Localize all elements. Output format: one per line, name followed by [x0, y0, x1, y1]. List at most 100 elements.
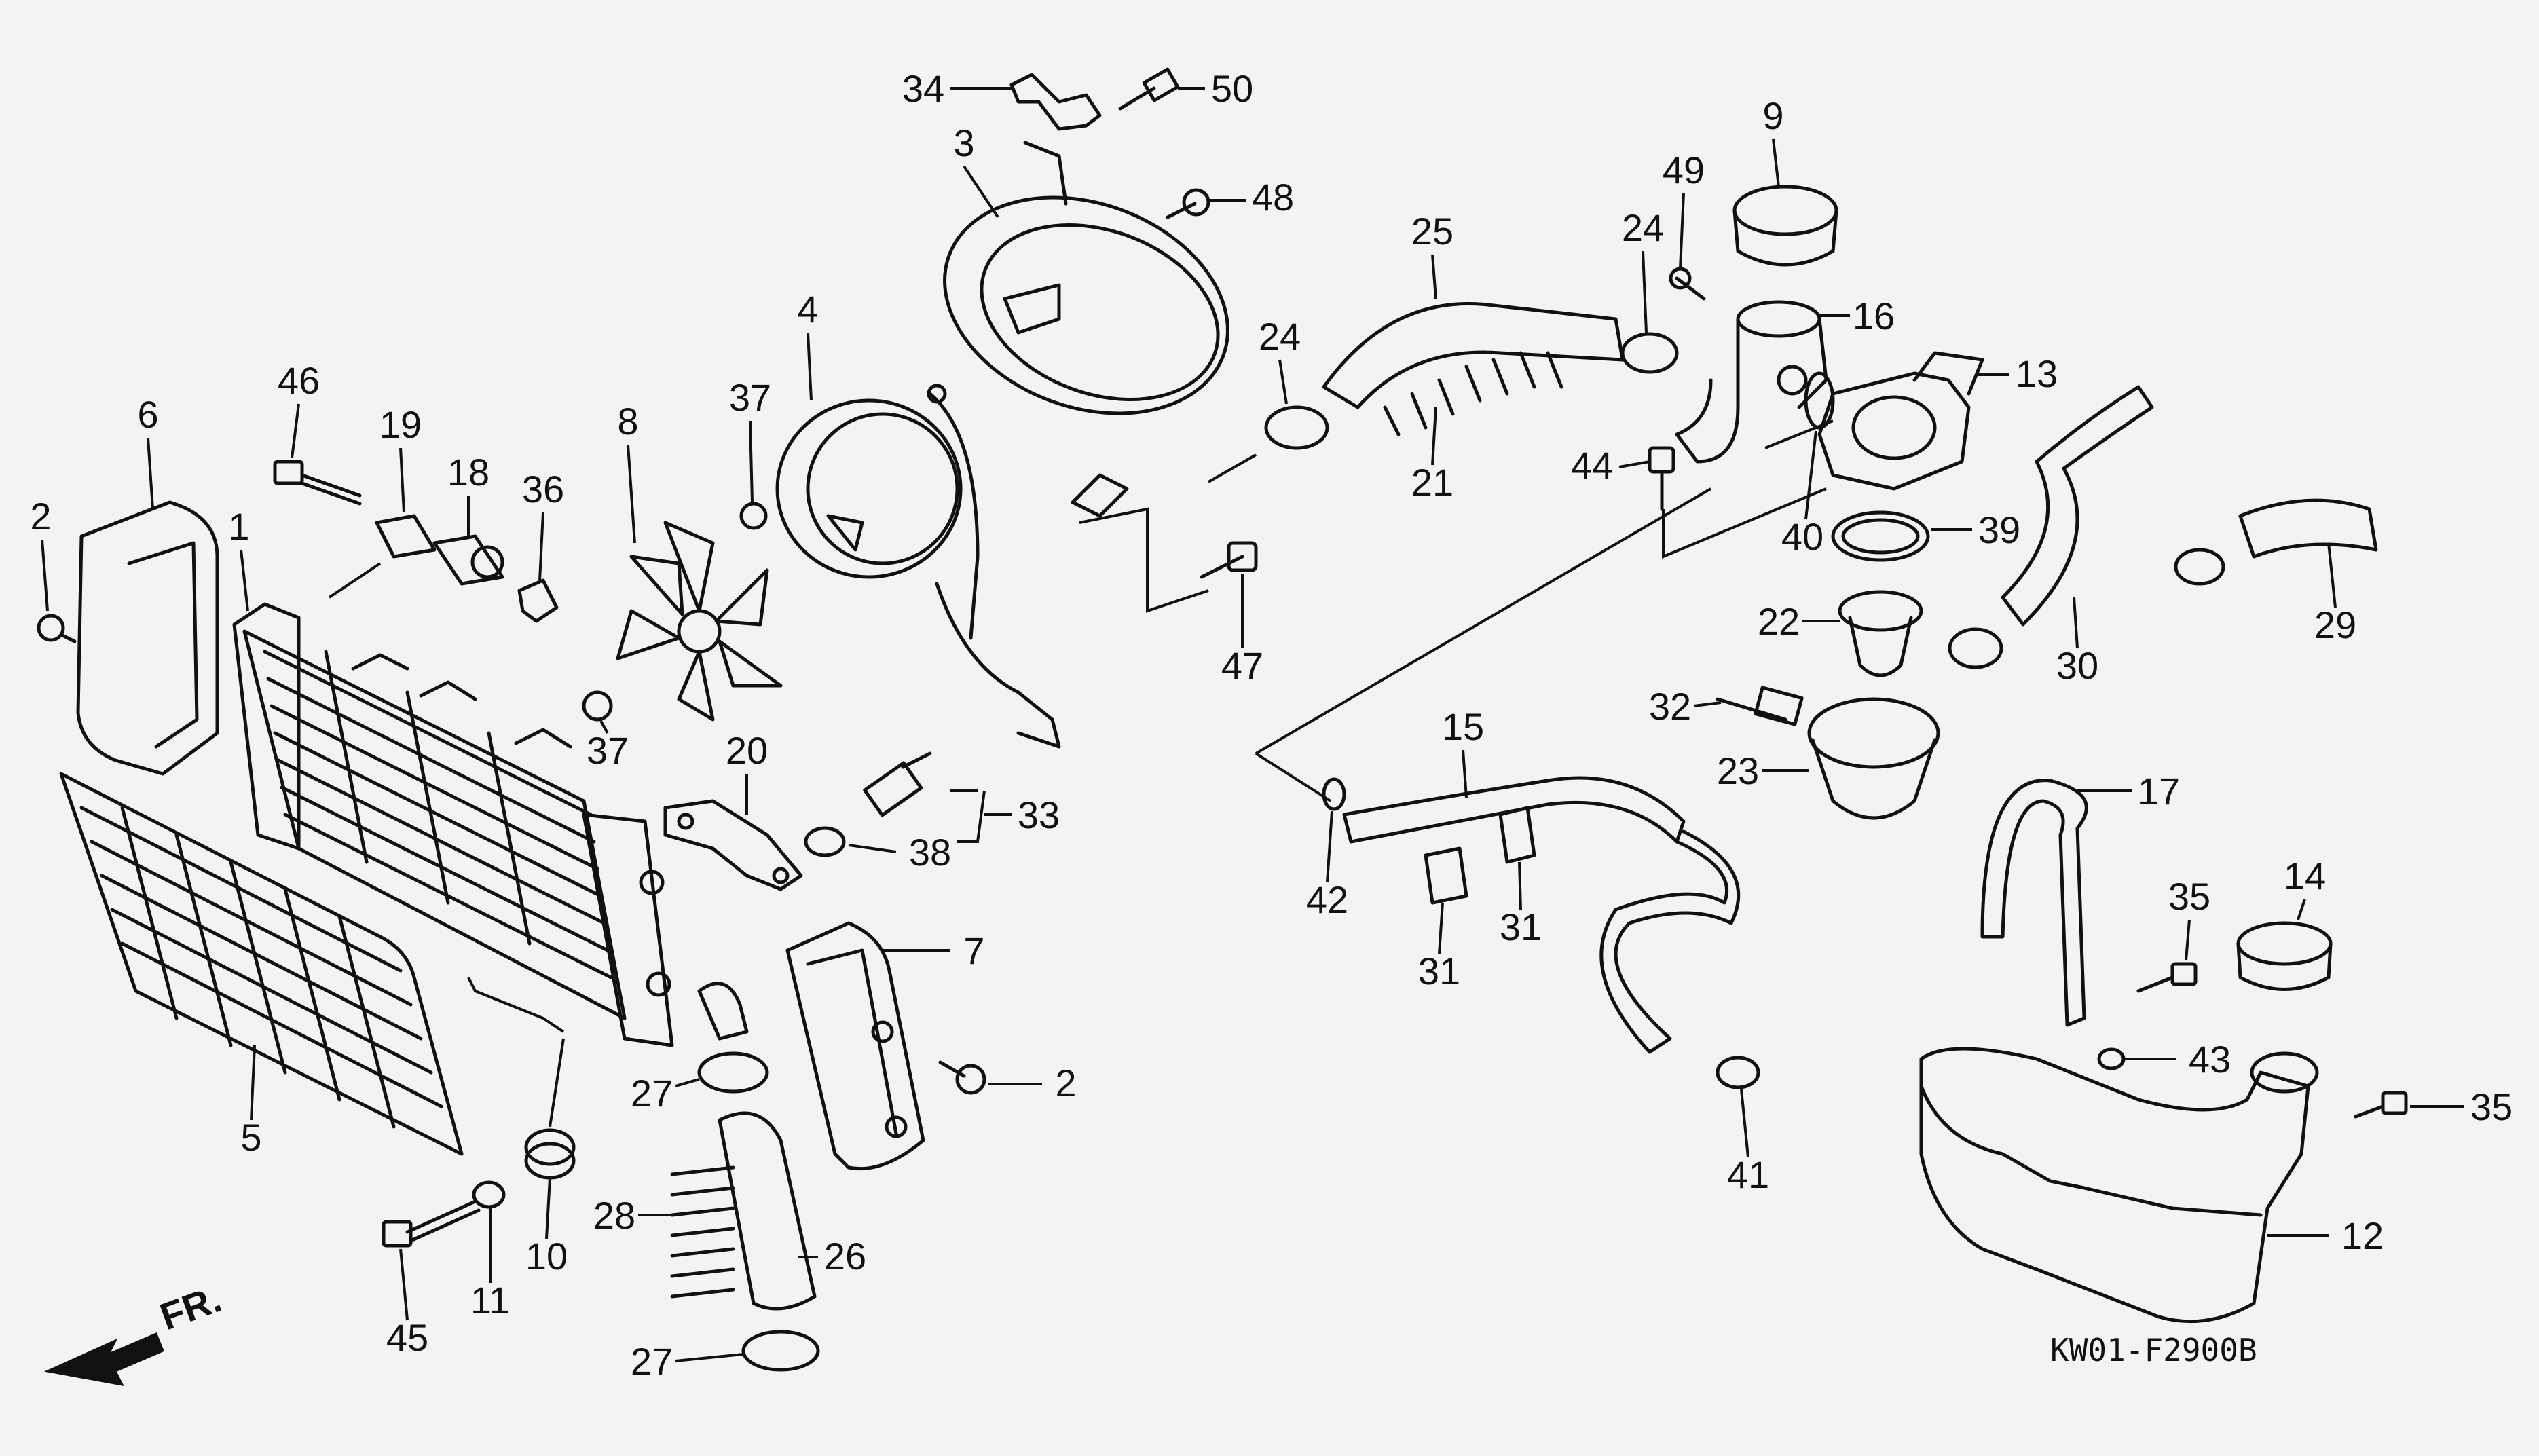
callout-label-3: 3	[953, 122, 974, 164]
callout-8: 8	[617, 400, 639, 544]
callout-label-49: 49	[1663, 149, 1705, 191]
callout-37-lower: 37	[587, 720, 629, 772]
callout-label-39: 39	[1978, 508, 2020, 551]
callout-11: 11	[470, 1208, 510, 1322]
part-48-bolt	[1166, 188, 1210, 219]
callout-label-41: 41	[1727, 1153, 1769, 1196]
callout-label-26: 26	[824, 1235, 866, 1277]
callout-16: 16	[1819, 295, 1895, 337]
callout-33: 33	[984, 794, 1060, 836]
callout-label-31a: 31	[1418, 950, 1460, 992]
callout-24-left: 24	[1259, 315, 1301, 405]
callout-label-28: 28	[593, 1194, 635, 1237]
callout-label-15: 15	[1442, 705, 1484, 748]
callout-37-upper: 37	[729, 376, 771, 503]
callout-label-35a: 35	[2168, 875, 2210, 918]
callout-13: 13	[1976, 352, 2058, 395]
callout-label-7: 7	[963, 929, 984, 972]
callout-38: 38	[848, 831, 951, 874]
callout-label-35b: 35	[2470, 1085, 2513, 1128]
callout-35-a: 35	[2168, 875, 2210, 961]
callout-4: 4	[797, 288, 819, 401]
callout-label-5: 5	[240, 1116, 261, 1159]
part-14-cap	[2236, 921, 2333, 991]
part-39-gasket	[1831, 510, 1930, 562]
callout-label-19: 19	[379, 403, 422, 446]
callout-14: 14	[2284, 855, 2326, 920]
part-36-nut	[517, 578, 559, 623]
part-12-reserve-tank	[1919, 1047, 2319, 1324]
callout-12: 12	[2267, 1214, 2384, 1257]
part-27-clamp-upper	[697, 1051, 769, 1094]
callout-6: 6	[137, 393, 159, 510]
callout-label-48: 48	[1252, 176, 1294, 219]
callout-39: 39	[1931, 508, 2020, 551]
callout-label-11: 11	[470, 1279, 510, 1322]
part-27-clamp-lower	[741, 1330, 820, 1372]
callout-32: 32	[1649, 685, 1722, 728]
callout-17: 17	[2077, 770, 2180, 813]
callout-label-10: 10	[525, 1235, 568, 1277]
part-47-bolt	[1200, 541, 1258, 579]
callout-label-6: 6	[137, 393, 158, 436]
callout-label-13: 13	[2016, 352, 2058, 395]
callouts: 1 2 2 3 4 5 6 7	[30, 67, 2513, 1383]
callout-label-18: 18	[447, 451, 489, 493]
part-8-fan-blades	[616, 521, 783, 722]
part-5-grille	[59, 772, 464, 1156]
part-20-bracket	[663, 799, 803, 891]
callout-label-46: 46	[278, 359, 320, 402]
part-16-filler-neck	[1675, 300, 1828, 464]
part-34-stay	[1009, 73, 1102, 131]
callout-label-16: 16	[1853, 295, 1895, 337]
callout-50: 50	[1178, 67, 1253, 110]
part-28-spring	[670, 1165, 735, 1299]
callout-label-29: 29	[2314, 603, 2356, 646]
callout-label-20: 20	[726, 729, 768, 772]
callout-label-37a: 37	[729, 376, 771, 419]
callout-1: 1	[228, 505, 250, 612]
callout-41: 41	[1727, 1089, 1769, 1196]
part-25-hose	[1322, 302, 1625, 409]
part-1-radiator	[232, 602, 674, 1047]
assembly-lines	[328, 419, 1834, 1127]
part-31-clip-b	[1498, 806, 1536, 864]
callout-label-22: 22	[1758, 600, 1800, 643]
arrow-icon	[43, 1332, 164, 1387]
callout-44: 44	[1571, 444, 1650, 487]
callout-label-27a: 27	[631, 1072, 673, 1115]
part-18-grommet	[432, 534, 504, 586]
callout-label-14: 14	[2284, 855, 2326, 897]
callout-label-32: 32	[1649, 685, 1691, 728]
part-26-hose	[718, 1111, 817, 1311]
callout-35-b: 35	[2410, 1085, 2513, 1128]
callout-21: 21	[1411, 407, 1453, 504]
part-2-bolt-right	[938, 1060, 986, 1095]
callout-label-23: 23	[1717, 749, 1759, 792]
drawing-code: KW01-F2900B	[2050, 1332, 2257, 1368]
part-21-spring	[1383, 351, 1563, 436]
callout-26: 26	[798, 1235, 866, 1277]
callout-29: 29	[2314, 542, 2356, 646]
part-17-tube	[1980, 779, 2088, 1027]
part-44-bolt	[1648, 446, 1675, 511]
callout-label-8: 8	[617, 400, 638, 443]
callout-label-17: 17	[2138, 770, 2180, 813]
callout-label-2a: 2	[30, 495, 51, 538]
callout-label-50: 50	[1211, 67, 1253, 110]
part-37-grommet-a	[739, 502, 768, 530]
part-24-clamp-right	[1620, 332, 1679, 374]
callout-label-24a: 24	[1259, 315, 1301, 358]
callout-31-right: 31	[1500, 861, 1542, 948]
callout-46: 46	[278, 359, 320, 459]
callout-2-right: 2	[988, 1062, 1077, 1104]
callout-5: 5	[240, 1045, 262, 1159]
callout-label-42: 42	[1306, 878, 1348, 921]
callout-label-47: 47	[1221, 644, 1263, 687]
callout-43: 43	[2125, 1038, 2231, 1081]
part-13-thermostat-cover	[1817, 351, 1984, 491]
callout-label-43: 43	[2189, 1038, 2231, 1081]
part-46-bolt	[273, 460, 362, 506]
callout-2-left: 2	[30, 495, 52, 612]
